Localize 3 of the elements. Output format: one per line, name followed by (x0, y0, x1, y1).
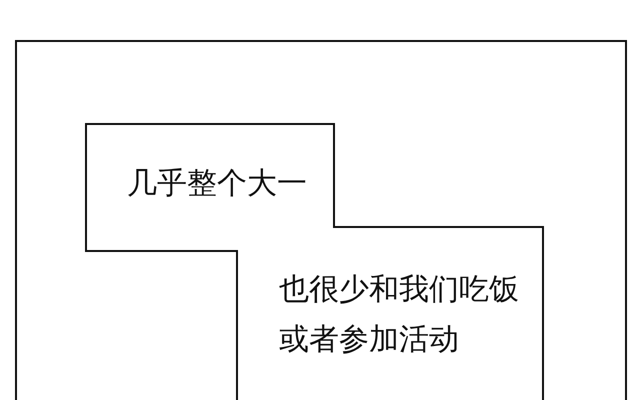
caption-text: 几乎整个大一 (127, 165, 308, 203)
caption-text: 也很少和我们吃饭或者参加活动 (279, 271, 520, 359)
panel-frame (15, 40, 627, 400)
